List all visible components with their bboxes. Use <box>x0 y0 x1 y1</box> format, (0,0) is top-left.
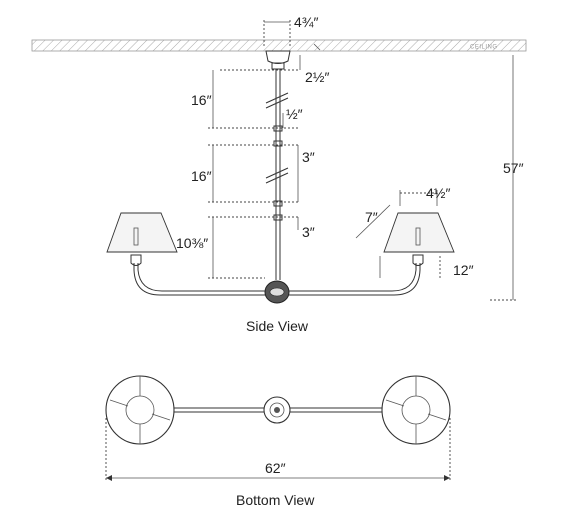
canopy <box>265 50 291 64</box>
arm-drop-dim: 10⅜″ <box>176 235 208 251</box>
bottom-view-caption: Bottom View <box>236 492 315 508</box>
coupler-1 <box>273 125 283 132</box>
canopy-neck <box>271 62 285 70</box>
middle-stem-dim: 16″ <box>191 168 212 184</box>
coupler1-dim: 3″ <box>302 149 315 165</box>
bottom-view-fixture <box>105 375 451 445</box>
ceiling-label: CEILING <box>470 45 498 51</box>
arm-right <box>289 263 417 292</box>
bottom-view-dimensions: 62″ <box>105 418 451 482</box>
shade-arm-dim: 12″ <box>453 262 474 278</box>
coupler-4 <box>273 214 283 221</box>
coupler-3 <box>273 200 283 207</box>
stem-break-upper <box>265 92 289 109</box>
shade-top-dim: 4½″ <box>426 185 450 201</box>
left-cup <box>130 254 142 266</box>
overall-width-dim: 62″ <box>265 460 286 476</box>
coupler-2 <box>273 140 283 147</box>
canopy-width-dim: 4¾″ <box>294 14 318 30</box>
ceiling: CEILING <box>31 39 527 52</box>
upper-stem-dim: 16″ <box>191 92 212 108</box>
shade-side-dim: 7″ <box>365 209 378 225</box>
arm-left <box>137 263 265 292</box>
overall-height-dim: 57″ <box>503 160 524 176</box>
right-shade <box>383 212 455 253</box>
stem-break-lower <box>265 167 289 184</box>
side-view-dimensions: 4¾″ 2½″ 16″ ½″ 3″ 16″ 3″ 10⅜″ 57″ <box>176 14 524 301</box>
right-cup <box>412 254 424 266</box>
coupler2-dim: 3″ <box>302 224 315 240</box>
side-view-fixture <box>106 50 455 304</box>
gap-dim: ½″ <box>286 106 303 122</box>
canopy-height-dim: 2½″ <box>305 69 329 85</box>
left-shade <box>106 212 178 253</box>
side-view-caption: Side View <box>246 318 309 334</box>
